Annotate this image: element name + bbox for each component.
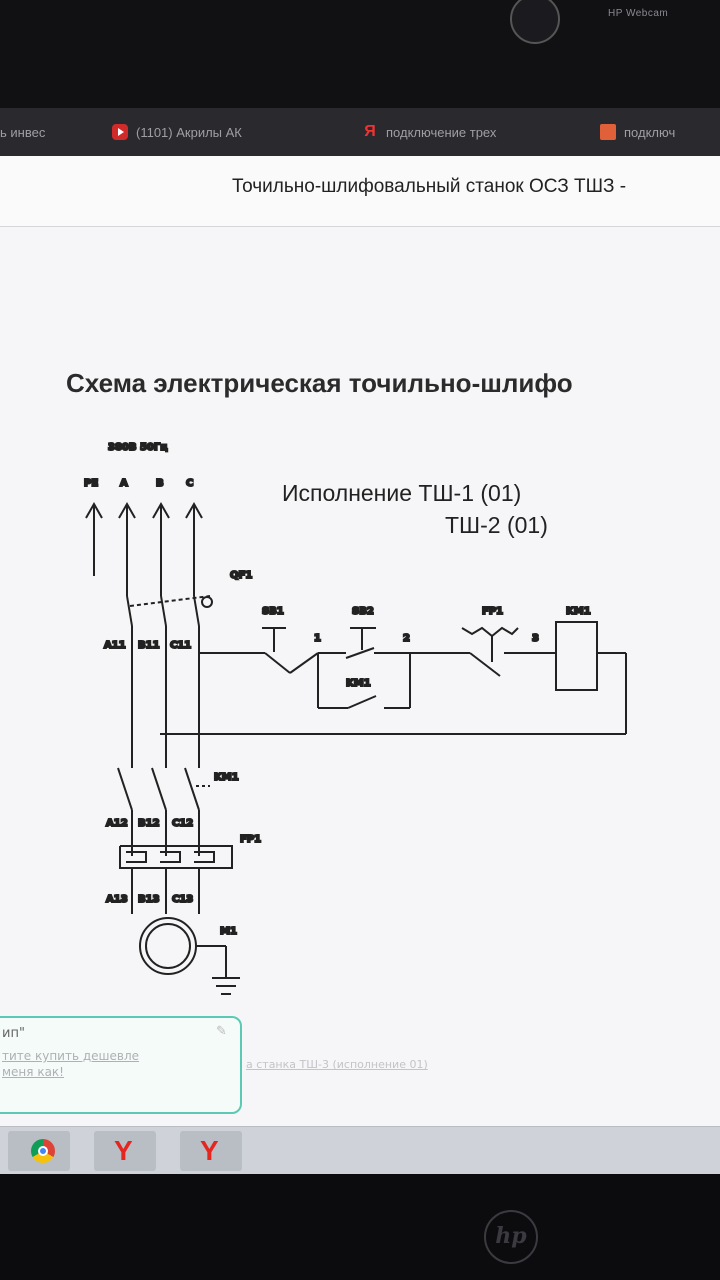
- sb1-label: SB1: [262, 606, 284, 617]
- wire-label-c13: C13: [172, 894, 193, 905]
- hp-logo-icon: hp: [484, 1210, 538, 1264]
- phase-label-pe: PE: [84, 478, 98, 489]
- taskbar-chrome[interactable]: [8, 1131, 70, 1171]
- supply-arrows: [85, 501, 203, 596]
- pencil-icon[interactable]: ✎: [216, 1024, 227, 1039]
- breaker-qf1: [126, 595, 213, 768]
- youtube-icon: [112, 124, 128, 140]
- callout-link[interactable]: тите купить дешевле меня как!: [2, 1049, 140, 1079]
- thermal-elements-fp1: [119, 845, 233, 914]
- node-1-label: 1: [314, 633, 321, 644]
- node-2-label: 2: [403, 633, 410, 644]
- ad-callout[interactable]: ип" ✎ тите купить дешевле меня как!: [0, 1016, 242, 1114]
- taskbar-yandex-1[interactable]: Y: [94, 1131, 156, 1171]
- wire-label-b13: B13: [138, 894, 160, 905]
- browser-tabbar: ь инвес (1101) Акрилы АК Я подключение т…: [0, 108, 720, 156]
- yandex-icon: Я: [364, 123, 376, 140]
- variant-line-1: Исполнение ТШ-1 (01): [282, 480, 522, 506]
- tab-1[interactable]: ь инвес: [0, 120, 66, 144]
- sb2-label: SB2: [352, 606, 374, 617]
- start-button-sb2: [317, 627, 411, 709]
- page-header-title: Точильно-шлифовальный станок ОСЗ ТШЗ -: [232, 176, 627, 197]
- image-icon: [600, 124, 616, 140]
- webcam-label: HP Webcam: [608, 8, 669, 19]
- breaker-label: QF1: [230, 570, 252, 581]
- thermal-contact-fp1: [410, 626, 556, 677]
- supply-label: 380В 50Гц: [108, 442, 168, 453]
- web-page: Точильно-шлифовальный станок ОСЗ ТШЗ - С…: [0, 156, 720, 1126]
- phase-label-b: B: [156, 478, 164, 489]
- yandex-browser-icon: Y: [114, 1135, 133, 1166]
- coil-km1: [555, 621, 598, 691]
- coil-label: KM1: [566, 606, 591, 617]
- variant-line-2: ТШ-2 (01): [445, 512, 548, 538]
- motor-label: M1: [220, 926, 237, 937]
- phase-label-a: A: [120, 478, 128, 489]
- wire-label-a12: A12: [106, 818, 128, 829]
- phase-label-c: C: [186, 478, 193, 489]
- tab-2[interactable]: (1101) Акрилы АК: [112, 120, 312, 144]
- tab-3[interactable]: Я подключение трех: [362, 120, 562, 144]
- motor-m1: [139, 917, 240, 995]
- node-3-label: 3: [532, 633, 539, 644]
- tab-label: подключение трех: [386, 124, 497, 140]
- stop-button-sb1: [262, 627, 319, 674]
- article-title: Схема электрическая точильно-шлифо: [66, 368, 573, 398]
- wire-label-b11: B11: [138, 640, 160, 651]
- tab-label: ь инвес: [0, 124, 46, 140]
- webcam-icon: [510, 0, 560, 44]
- tab-4[interactable]: подключ: [600, 120, 720, 144]
- tab-label: (1101) Акрилы АК: [136, 124, 242, 140]
- callout-title: ип": [2, 1026, 25, 1041]
- caption-link[interactable]: а станка ТШ-3 (исполнение 01): [246, 1058, 428, 1071]
- wire-label-a13: A13: [106, 894, 128, 905]
- screen-bezel-bottom: hp: [0, 1174, 720, 1280]
- main-contacts-km1: [117, 767, 210, 856]
- yandex-browser-icon: Y: [200, 1135, 219, 1166]
- chrome-icon: [31, 1139, 55, 1163]
- wire-label-b12: B12: [138, 818, 160, 829]
- wire-label-a11: A11: [104, 640, 126, 651]
- taskbar-yandex-2[interactable]: Y: [180, 1131, 242, 1171]
- tab-label: подключ: [624, 124, 676, 140]
- wire-label-c12: C12: [172, 818, 193, 829]
- screen-bezel-top: HP Webcam: [0, 0, 720, 108]
- fp1-label: FP1: [482, 606, 503, 617]
- wire-label-c11: C11: [170, 640, 191, 651]
- taskbar: Y Y: [0, 1126, 720, 1175]
- thermal-elements-label: FP1: [240, 834, 261, 845]
- electrical-schematic: 380В 50Гц PE A B C QF1 A11 B11 C11: [83, 441, 627, 995]
- main-contacts-label: KM1: [214, 772, 239, 783]
- control-circuit: [160, 652, 627, 735]
- site-header: Точильно-шлифовальный станок ОСЗ ТШЗ -: [0, 156, 720, 227]
- holding-contact-label: KM1: [346, 678, 371, 689]
